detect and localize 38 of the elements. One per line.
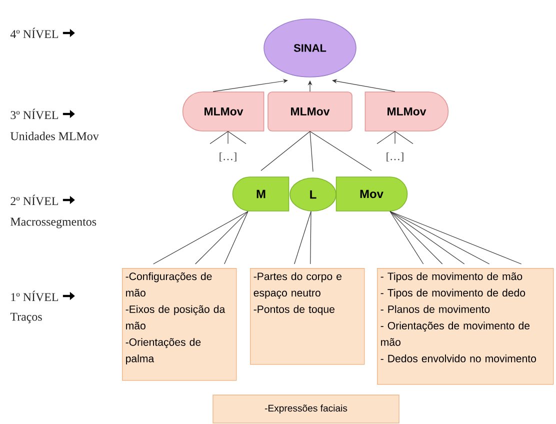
feature-box: -Expressões faciais [212, 394, 400, 424]
connector-line [195, 211, 248, 264]
ellipsis-text: […] [386, 152, 404, 162]
connector-line [376, 131, 396, 144]
level-label: 1º NÍVEL [11, 290, 58, 302]
connector-line [153, 211, 248, 264]
unit-box: MLMov [364, 92, 449, 132]
feature-box: -Configurações de mão -Eixos de posição da mão -Orientações de palma [122, 268, 237, 381]
level-label: 4º NÍVEL [10, 28, 58, 38]
connector-line [390, 211, 490, 264]
connector-line [390, 211, 522, 264]
connector-line [228, 131, 246, 144]
feature-box: - Tipos de movimento de mão - Tipos de movimento de dedo - Planos de movimento - Orientações de movimento de mão - Dedos envolvido no movimento [377, 268, 554, 385]
arrow [332, 79, 396, 92]
level-label: 3º NÍVEL [10, 108, 58, 120]
arrow [212, 78, 288, 92]
connector-line [294, 211, 312, 264]
unit-box: MLMov [268, 92, 352, 132]
connector-line [210, 131, 228, 144]
connector-line [224, 211, 248, 264]
segment-box: M [232, 176, 290, 212]
connector-line [394, 131, 396, 144]
connector-line [310, 131, 314, 172]
feature-box: -Partes do corpo e espaço neutro -Pontos de toque [250, 268, 365, 365]
connector-line [310, 131, 372, 171]
connector-line [390, 211, 424, 264]
unit-box: MLMov [182, 92, 264, 132]
connector-line [390, 211, 465, 264]
segment-box: Mov [336, 176, 408, 212]
level-label: 2º NÍVEL [10, 194, 58, 206]
level-label: Macrossegmentos [10, 218, 96, 228]
level-label: Traços [10, 312, 42, 324]
connector-line [260, 131, 310, 171]
level-label: Unidades MLMov [10, 132, 99, 140]
connector-line [394, 131, 414, 144]
connector-line [390, 211, 443, 264]
ellipsis-text: […] [220, 152, 236, 162]
connector-line [310, 211, 312, 264]
